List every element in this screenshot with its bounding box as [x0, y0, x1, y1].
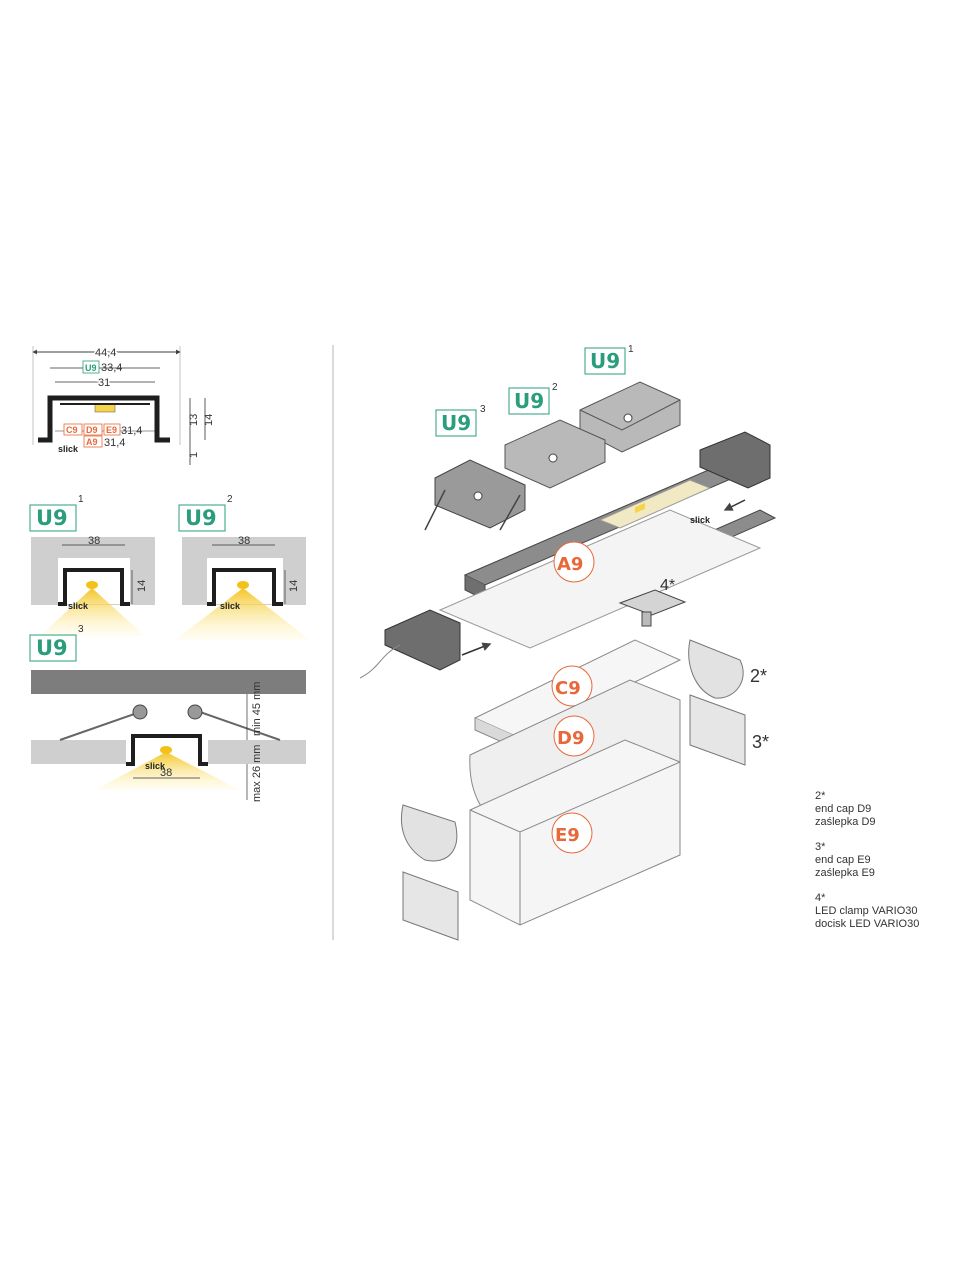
exploded-u9-2-tag: U9	[514, 389, 544, 413]
mark-4: 4*	[660, 577, 675, 594]
variant-2-sup: 2	[227, 494, 233, 505]
dim-width-inner: 31	[98, 377, 110, 389]
legend-mark: 2*	[815, 790, 826, 802]
legend-line: docisk LED VARIO30	[815, 918, 920, 930]
dim-width-total: 44,4	[95, 347, 116, 359]
variant-2-slick: slick	[220, 601, 241, 611]
cross-section-drawing: 44,4 U9 33,4 31 13 14 1 C9 D9 E9 31,4 A9…	[32, 346, 215, 465]
variant-3-tag: U9	[36, 636, 68, 660]
dim-cover-2: 31,4	[104, 437, 125, 449]
dim-height-b: 14	[203, 414, 215, 426]
tag-c9-small: C9	[66, 425, 78, 435]
exploded-u9-2-sup: 2	[552, 382, 558, 393]
legend-line: zaślepka D9	[815, 816, 876, 828]
exploded-view: U9 1 U9 2 U9 3 A9 slick	[359, 344, 777, 941]
variant-2-height: 14	[288, 580, 300, 592]
variant-3-slick: slick	[145, 761, 166, 771]
exploded-u9-3-sup: 3	[480, 404, 486, 415]
dim-u9-tag: U9	[85, 363, 97, 373]
tag-e9: E9	[555, 825, 580, 846]
slick-label: slick	[58, 444, 79, 454]
tag-d9: D9	[557, 728, 584, 749]
variant-2-width: 38	[238, 535, 250, 547]
mounting-variant-1: U9 1 38 14 slick	[29, 494, 155, 636]
legend-item-4: 4* LED clamp VARIO30 docisk LED VARIO30	[815, 892, 955, 931]
exploded-u9-3-tag: U9	[441, 411, 471, 435]
legend-line: end cap D9	[815, 803, 872, 815]
tag-a9: A9	[557, 554, 583, 575]
mark-3: 3*	[752, 732, 769, 752]
legend-line: LED clamp VARIO30	[815, 905, 918, 917]
variant-1-sup: 1	[78, 494, 84, 505]
variant-3-sup: 3	[78, 624, 84, 635]
tag-c9: C9	[555, 678, 581, 699]
variant-3-min: min 45 mm	[251, 682, 263, 736]
tag-e9-small: E9	[106, 425, 117, 435]
legend-mark: 4*	[815, 892, 826, 904]
slick-exploded: slick	[690, 515, 711, 525]
mounting-variant-3: U9 3 38 slick min 45 mm max 26 mm	[29, 624, 306, 802]
variant-3-max: max 26 mm	[251, 745, 263, 802]
variant-3-width: 38	[160, 767, 172, 779]
variant-1-width: 38	[88, 535, 100, 547]
mounting-variant-2: U9 2 38 14 slick	[175, 494, 310, 640]
tag-a9-small: A9	[86, 437, 98, 447]
variant-1-height: 14	[136, 580, 148, 592]
legend: 2* end cap D9 zaślepka D9 3* end cap E9 …	[815, 790, 955, 943]
variant-2-tag: U9	[185, 506, 217, 530]
dim-width-u9: 33,4	[101, 362, 122, 374]
dim-height-a: 13	[188, 414, 200, 426]
dim-height-c: 1	[188, 452, 200, 458]
dim-cover-1: 31,4	[121, 425, 142, 437]
legend-mark: 3*	[815, 841, 826, 853]
legend-line: end cap E9	[815, 854, 871, 866]
variant-1-tag: U9	[36, 506, 68, 530]
legend-item-2: 2* end cap D9 zaślepka D9	[815, 790, 955, 829]
mark-2: 2*	[750, 666, 767, 686]
tag-d9-small: D9	[86, 425, 98, 435]
exploded-u9-1-sup: 1	[628, 344, 634, 355]
exploded-u9-1-tag: U9	[590, 349, 620, 373]
legend-item-3: 3* end cap E9 zaślepka E9	[815, 841, 955, 880]
variant-1-slick: slick	[68, 601, 89, 611]
legend-line: zaślepka E9	[815, 867, 875, 879]
